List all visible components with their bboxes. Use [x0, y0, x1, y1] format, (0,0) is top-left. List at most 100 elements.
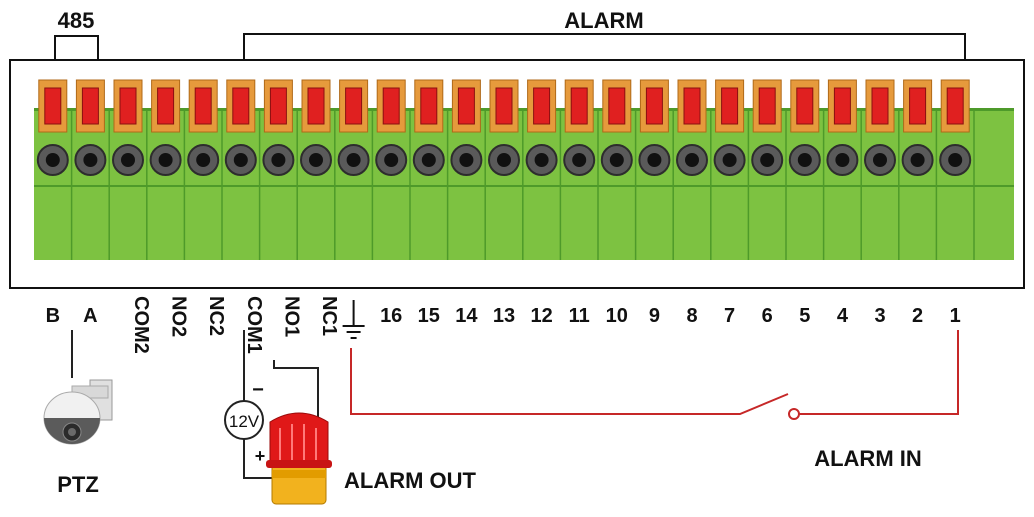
terminal-label: NC1: [318, 296, 340, 336]
terminal-hole-core: [685, 153, 699, 167]
terminal-hole-core: [121, 153, 135, 167]
terminal-hole-core: [835, 153, 850, 167]
alarm-in-wire-ground: [350, 348, 789, 415]
terminal-hole-core: [421, 153, 436, 167]
alarm-in-wire-1: [799, 330, 959, 415]
terminal-lever-insert: [382, 87, 400, 125]
terminal-strip: [34, 79, 1014, 260]
terminal: [112, 79, 148, 260]
terminal-hole-core: [459, 153, 474, 167]
terminal: [187, 79, 223, 260]
terminal-label: 1: [950, 305, 961, 327]
terminal: [36, 79, 73, 260]
terminal-lever-insert: [495, 87, 513, 125]
terminal: [488, 79, 524, 260]
terminal: [788, 79, 825, 260]
terminal-hole-core: [534, 153, 549, 167]
alarm-header-label: ALARM: [564, 8, 643, 33]
terminal-lever-insert: [909, 87, 927, 125]
terminal-label: 5: [799, 305, 810, 327]
alarm-out-label: ALARM OUT: [344, 468, 477, 493]
terminal-lever-insert: [533, 87, 551, 125]
terminal-label: 13: [493, 305, 515, 327]
minus-sign: −: [252, 379, 264, 401]
terminal-hole-core: [647, 153, 662, 167]
switch-contact-icon: [788, 408, 800, 420]
plus-sign: +: [255, 446, 266, 466]
terminal-lever-insert: [232, 87, 250, 125]
terminal-lever-insert: [608, 87, 626, 125]
terminal-label: 16: [380, 305, 402, 327]
terminal-hole-core: [722, 153, 737, 167]
alarm-in-label: ALARM IN: [814, 446, 922, 471]
ground-icon: [342, 300, 365, 339]
terminal: [300, 79, 336, 260]
terminal-lever-insert: [194, 87, 212, 125]
terminal: [638, 79, 674, 260]
bus-485-label: 485: [58, 8, 95, 33]
terminal-strip-base: [34, 108, 1014, 260]
terminal-label: NO2: [168, 296, 190, 337]
terminal-lever-insert: [796, 87, 814, 125]
power-supply-icon: [224, 400, 264, 440]
terminal-label: 11: [569, 305, 590, 327]
terminal-label: 3: [874, 305, 885, 327]
terminal-hole-core: [760, 153, 775, 167]
terminal-hole-core: [271, 153, 286, 167]
terminal-label: 4: [837, 305, 849, 327]
terminal-lever-insert: [44, 87, 62, 125]
terminal: [149, 79, 186, 260]
terminal-lever-insert: [119, 87, 137, 125]
terminal-lever-insert: [721, 87, 739, 125]
terminal-label: 14: [455, 305, 478, 327]
terminal: [262, 79, 298, 260]
terminal: [375, 79, 411, 260]
terminal-lever-insert: [269, 87, 287, 125]
terminal: [600, 79, 637, 260]
terminal-lever-insert: [645, 87, 663, 125]
terminal-hole-core: [384, 153, 399, 167]
alarm-bracket: [243, 33, 966, 60]
terminal-label: 12: [530, 305, 552, 327]
terminal-hole-core: [196, 153, 211, 167]
terminal: [864, 79, 900, 260]
terminal-hole-core: [910, 153, 925, 167]
terminal-hole-core: [572, 153, 587, 167]
terminal: [826, 79, 862, 260]
ptz-label: PTZ: [57, 472, 99, 497]
terminal-lever-insert: [307, 87, 325, 125]
terminal-lever-insert: [457, 87, 475, 125]
terminal-lever-insert: [833, 87, 851, 125]
ptz-camera-icon: [43, 379, 113, 445]
terminal-label: 2: [912, 305, 923, 327]
terminal-hole-core: [797, 153, 812, 167]
terminal-lever-insert: [81, 87, 99, 125]
terminal: [450, 79, 486, 260]
terminal-label: 8: [686, 305, 697, 327]
terminal: [939, 79, 975, 260]
terminal-lever-insert: [345, 87, 363, 125]
power-wire-plus: [243, 438, 278, 479]
terminal: [224, 79, 261, 260]
terminal-lever-insert: [420, 87, 438, 125]
terminal-lever-insert: [946, 87, 964, 125]
terminal-strip-edge: [34, 108, 1014, 111]
terminal: [525, 79, 562, 260]
terminal: [337, 79, 374, 260]
power-label: 12V: [229, 412, 260, 431]
terminal-lever-insert: [570, 87, 588, 125]
terminal-label: 15: [418, 305, 440, 327]
terminal-label: NC2: [205, 296, 227, 336]
terminal-label: 7: [724, 305, 735, 327]
terminal-label: 6: [762, 305, 773, 327]
terminal: [676, 79, 712, 260]
terminal-hole-core: [346, 153, 361, 167]
terminal-hole-core: [83, 153, 98, 167]
terminal-hole-core: [45, 153, 60, 167]
terminal-hole-core: [609, 153, 624, 167]
terminal-hole-core: [948, 153, 963, 167]
terminal-label: B: [46, 305, 60, 327]
terminal: [563, 79, 599, 260]
terminal: [74, 79, 110, 260]
